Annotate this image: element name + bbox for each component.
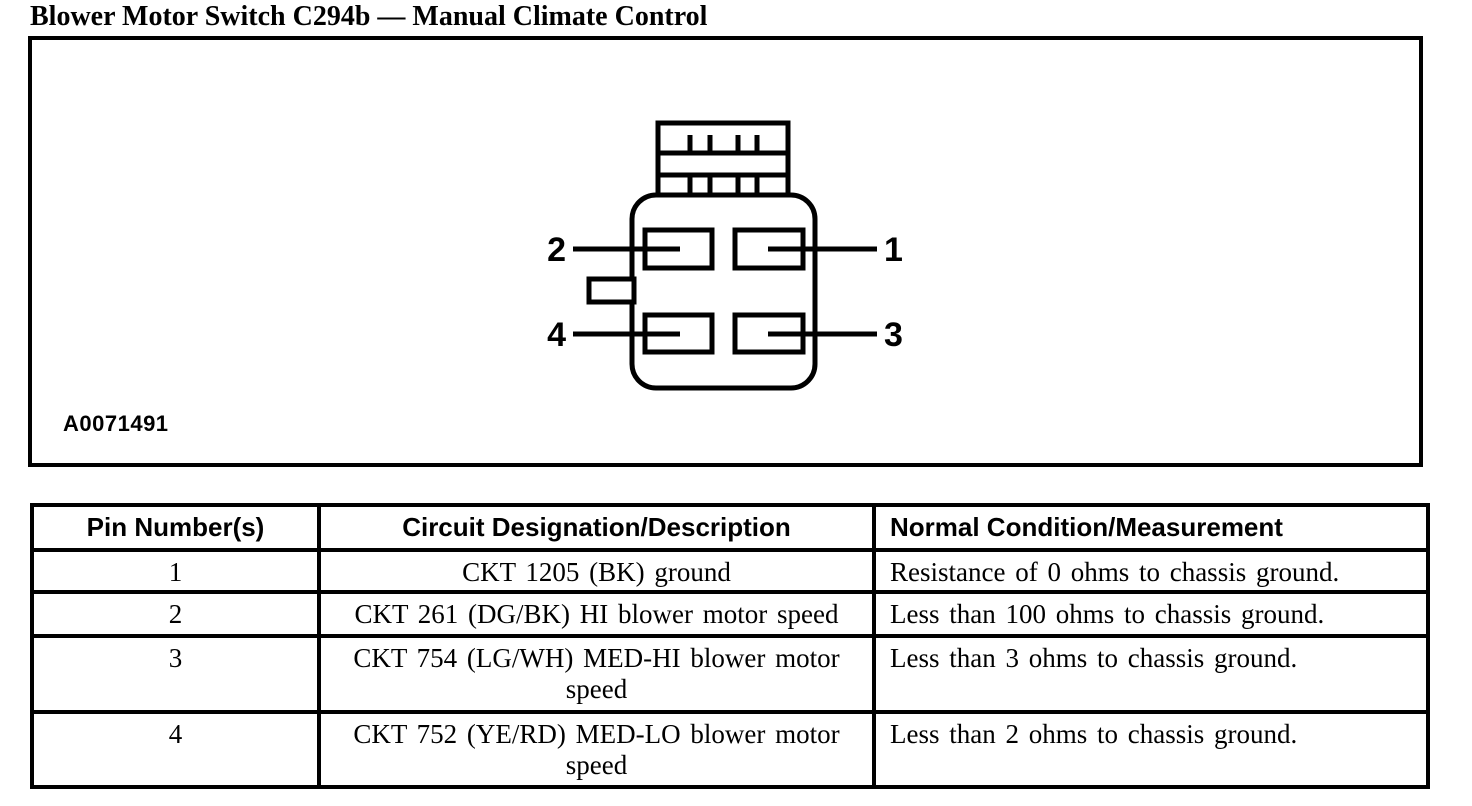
page-title: Blower Motor Switch C294b — Manual Clima… xyxy=(30,1,708,32)
column-header-circuit: Circuit Designation/Description xyxy=(317,503,876,552)
circuit-cell: CKT 261 (DG/BK) HI blower motor speed xyxy=(317,590,876,638)
table-row: 2 CKT 261 (DG/BK) HI blower motor speed … xyxy=(30,590,1430,638)
table-row: 3 CKT 754 (LG/WH) MED-HI blower motor sp… xyxy=(30,634,1430,714)
pin-number-cell: 2 xyxy=(30,590,321,638)
connector-cap xyxy=(655,120,791,198)
figure-id-label: A0071491 xyxy=(63,411,169,436)
connector-body xyxy=(629,192,818,391)
circuit-text: CKT 261 (DG/BK) HI blower motor speed xyxy=(354,599,839,629)
pinout-table: Pin Number(s) Circuit Designation/Descri… xyxy=(30,503,1430,789)
column-header-condition: Normal Condition/Measurement xyxy=(872,503,1430,552)
pin-number-cell: 1 xyxy=(30,548,321,594)
condition-cell: Less than 100 ohms to chassis ground. xyxy=(872,590,1430,638)
pin-number-cell: 3 xyxy=(30,634,321,714)
table-header-row: Pin Number(s) Circuit Designation/Descri… xyxy=(30,503,1430,552)
circuit-text: CKT 1205 (BK) ground xyxy=(462,557,731,587)
connector-side-tab xyxy=(586,276,637,305)
table-row: 1 CKT 1205 (BK) ground Resistance of 0 o… xyxy=(30,548,1430,594)
circuit-text: CKT 754 (LG/WH) MED-HI blower motor spee… xyxy=(353,643,840,705)
pin-label-2: 2 xyxy=(547,231,566,269)
condition-cell: Less than 3 ohms to chassis ground. xyxy=(872,634,1430,714)
table-row: 4 CKT 752 (YE/RD) MED-LO blower motor sp… xyxy=(30,710,1430,789)
column-header-pin-number: Pin Number(s) xyxy=(30,503,321,552)
condition-cell: Less than 2 ohms to chassis ground. xyxy=(872,710,1430,789)
pin-number-cell: 4 xyxy=(30,710,321,789)
circuit-cell: CKT 754 (LG/WH) MED-HI blower motor spee… xyxy=(317,634,876,714)
condition-cell: Resistance of 0 ohms to chassis ground. xyxy=(872,548,1430,594)
circuit-cell: CKT 1205 (BK) ground xyxy=(317,548,876,594)
connector-diagram: 2 1 4 3 xyxy=(547,120,903,391)
pin-label-4: 4 xyxy=(547,316,566,354)
circuit-text: CKT 752 (YE/RD) MED-LO blower motor spee… xyxy=(353,719,840,781)
circuit-cell: CKT 752 (YE/RD) MED-LO blower motor spee… xyxy=(317,710,876,789)
pin-label-3: 3 xyxy=(884,316,903,354)
pin-label-1: 1 xyxy=(884,231,903,269)
